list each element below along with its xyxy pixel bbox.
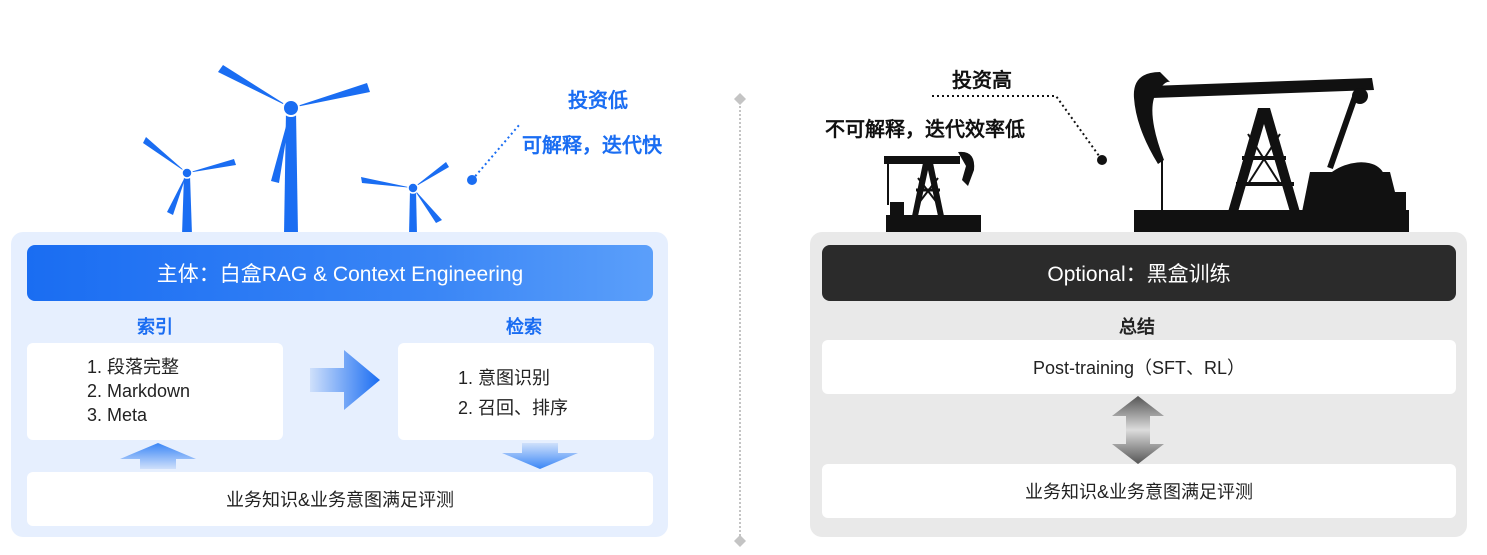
annotation-leader-line bbox=[467, 123, 521, 185]
right-bottom-box: 业务知识&业务意图满足评测 bbox=[822, 464, 1456, 518]
right-annotation-line2: 不可解释，迭代效率低 bbox=[825, 119, 1025, 141]
retrieval-box: 1. 意图识别 2. 召回、排序 bbox=[398, 343, 654, 440]
index-label: 索引 bbox=[137, 317, 173, 337]
arrow-right-icon bbox=[310, 350, 380, 410]
oil-pumpjack-icon bbox=[1133, 72, 1409, 234]
retrieval-item: 2. 召回、排序 bbox=[458, 398, 569, 418]
arrow-down-icon bbox=[502, 443, 578, 469]
arrow-up-icon bbox=[120, 443, 196, 469]
divider-diamond-top bbox=[734, 93, 746, 105]
right-annotation-line1: 投资高 bbox=[952, 70, 1012, 92]
left-header: 主体：白盒RAG & Context Engineering bbox=[27, 245, 653, 301]
index-box: 1. 段落完整 2. Markdown 3. Meta bbox=[27, 343, 283, 440]
center-divider bbox=[739, 98, 741, 540]
wind-turbine-icon bbox=[143, 65, 449, 235]
oil-pumpjack-icon bbox=[884, 151, 981, 233]
retrieval-item: 1. 意图识别 bbox=[458, 368, 551, 388]
index-item: 2. Markdown bbox=[87, 381, 191, 401]
right-header: Optional：黑盒训练 bbox=[822, 245, 1456, 301]
index-item: 1. 段落完整 bbox=[87, 357, 180, 377]
retrieval-label: 检索 bbox=[506, 317, 542, 337]
post-training-box: Post-training（SFT、RL） bbox=[822, 340, 1456, 394]
annotation-leader-line bbox=[932, 95, 1107, 165]
divider-diamond-bottom bbox=[734, 535, 746, 547]
summary-label: 总结 bbox=[1119, 317, 1155, 337]
double-arrow-icon bbox=[1112, 396, 1164, 464]
index-item: 3. Meta bbox=[87, 405, 148, 425]
left-bottom-box: 业务知识&业务意图满足评测 bbox=[27, 472, 653, 526]
left-annotation-line2: 可解释，迭代快 bbox=[522, 135, 662, 157]
left-annotation-line1: 投资低 bbox=[568, 90, 628, 112]
